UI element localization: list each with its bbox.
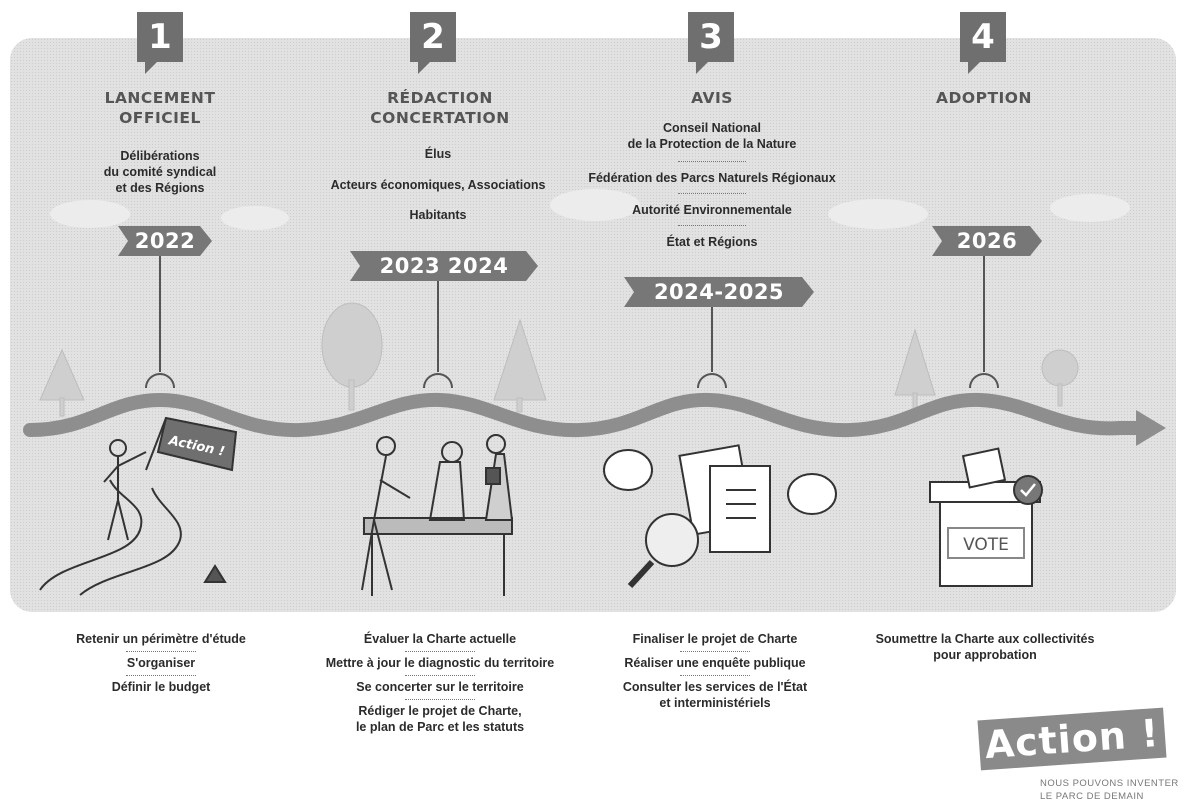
step-1-action-3: Définir le budget: [111, 680, 211, 694]
step-2-action-1: Évaluer la Charte actuelle: [363, 632, 517, 646]
step-3-year-arrow: 2024-2025: [624, 277, 814, 307]
step-1-details: Délibérations du comité syndical et des …: [60, 148, 260, 196]
step-4-action-line: Soumettre la Charte aux collectivités: [875, 632, 1095, 646]
step-3-detail-2: Fédération des Parcs Naturels Régionaux: [588, 171, 836, 185]
separator: [680, 675, 750, 676]
separator: [126, 651, 196, 652]
step-1-detail: du comité syndical: [103, 165, 217, 179]
separator: [405, 675, 475, 676]
logo-tagline-1: NOUS POUVONS INVENTER: [1040, 778, 1179, 789]
step-3-action-2: Réaliser une enquête publique: [624, 656, 806, 670]
ballot-box-illustration: [929, 447, 1043, 587]
documents-magnifier-illustration: [603, 444, 837, 589]
step-4-year-arrow: 2026: [932, 226, 1042, 256]
step-1-action-1: Retenir un périmètre d'étude: [76, 632, 246, 646]
step-4-action-1: Soumettre la Charte aux collectivités po…: [850, 631, 1120, 663]
step-2-action-4: Rédiger le projet de Charte, le plan de …: [300, 703, 580, 735]
separator: [405, 699, 475, 700]
step-2-number-badge: 2: [410, 12, 456, 74]
separator: [680, 651, 750, 652]
step-3-action-1: Finaliser le projet de Charte: [632, 632, 798, 646]
step-1-detail: et des Régions: [115, 181, 205, 195]
step-1-year-arrow: 2022: [118, 226, 212, 256]
step-1-detail: Délibérations: [120, 149, 200, 163]
flag-man-illustration: [39, 416, 238, 596]
step-2-action-3: Se concerter sur le territoire: [356, 680, 524, 694]
step-2-detail-1: Élus: [424, 147, 452, 161]
step-3-action-line: et interministériels: [659, 696, 771, 710]
clouds: [50, 189, 1130, 230]
step-2-title-line1: RÉDACTION: [387, 89, 493, 107]
step-1-title-line2: OFFICIEL: [119, 109, 201, 127]
step-connectors: [145, 255, 999, 389]
step-4-action-line: pour approbation: [933, 648, 1037, 662]
separator: [678, 193, 746, 194]
step-1-title-line1: LANCEMENT: [104, 89, 216, 107]
separator: [126, 675, 196, 676]
step-3-title: AVIS: [691, 89, 733, 107]
logo-tagline-2: LE PARC DE DEMAIN: [1040, 791, 1144, 802]
step-3-action-3: Consulter les services de l'État et inte…: [590, 679, 840, 711]
step-2-title: RÉDACTION CONCERTATION: [330, 88, 550, 128]
step-3-detail-1: Conseil National de la Protection de la …: [576, 120, 848, 152]
separator: [678, 161, 746, 162]
step-2-action-line: Rédiger le projet de Charte,: [358, 704, 522, 718]
step-2-year-arrow: 2023 2024: [350, 251, 538, 281]
separator: [405, 651, 475, 652]
separator: [678, 225, 746, 226]
step-3-detail-4: État et Régions: [666, 235, 758, 249]
road-arrow-head: [1136, 410, 1166, 446]
timeline-road: [23, 392, 1157, 438]
step-3-action-line: Consulter les services de l'État: [622, 680, 808, 694]
step-1-title: LANCEMENT OFFICIEL: [60, 88, 260, 128]
step-2-detail-2: Acteurs économiques, Associations: [330, 178, 546, 192]
step-3-number-badge: 3: [688, 12, 734, 74]
step-2-action-2: Mettre à jour le diagnostic du territoir…: [325, 656, 555, 670]
step-2-detail-3: Habitants: [409, 208, 467, 222]
step-3-detail-3: Autorité Environnementale: [632, 203, 792, 217]
step-4-number-badge: 4: [960, 12, 1006, 74]
people-at-table-illustration: [361, 434, 514, 596]
step-3-detail: Conseil National: [663, 121, 761, 135]
step-1-number-badge: 1: [137, 12, 183, 74]
step-1-action-2: S'organiser: [126, 656, 196, 670]
step-2-title-line2: CONCERTATION: [370, 109, 510, 127]
step-3-detail: de la Protection de la Nature: [627, 137, 797, 151]
trees: [39, 302, 1079, 417]
step-4-title: ADOPTION: [936, 89, 1032, 107]
step-2-action-line: le plan de Parc et les statuts: [355, 720, 525, 734]
ballot-label: VOTE: [963, 535, 1009, 555]
